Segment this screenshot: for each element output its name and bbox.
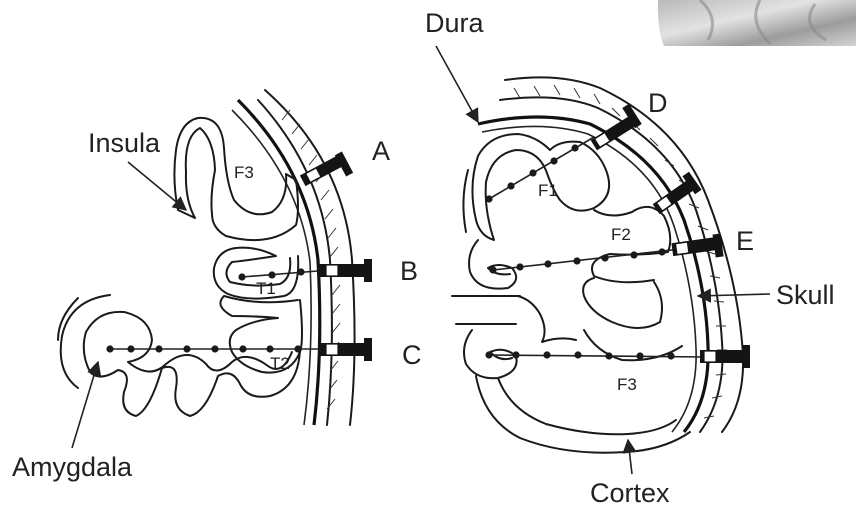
right-outer-top [463, 170, 468, 232]
electrode-c-band [326, 344, 338, 355]
label-gyrus-f2: F2 [611, 225, 631, 244]
right-gyrus-f2 [592, 207, 670, 282]
label-electrode-a: A [372, 136, 390, 166]
right-lower-lobe [464, 330, 690, 453]
label-gyrus-f1: F1 [538, 181, 558, 200]
label-gyrus-f3-left: F3 [234, 163, 254, 182]
electrode-lower-right-band [704, 351, 716, 362]
left-temporal-lobe [84, 312, 300, 416]
electrode-lower-right-contact [605, 352, 612, 359]
electrode-e-contact [573, 257, 580, 264]
dura-arrow [436, 46, 478, 122]
electrode-b-contact [238, 273, 245, 280]
electrode-c-contact [127, 345, 134, 352]
electrode-d-contact [571, 144, 578, 151]
electrode-lower-right-contact [574, 351, 581, 358]
electrode-c-contact [106, 345, 113, 352]
amygdala-arrow [72, 362, 98, 448]
electrode-b-cap [364, 259, 372, 282]
right-inner-sulcus [518, 296, 576, 342]
electrode-b-band [326, 265, 338, 276]
electrode-lower-right-contact [636, 352, 643, 359]
electrode-e-contact [516, 263, 523, 270]
electrode-lower-right-contact [485, 351, 492, 358]
electrode-e-band [675, 242, 688, 255]
electrode-lower-right [485, 345, 750, 368]
label-gyrus-t2: T2 [270, 354, 290, 373]
label-insula: Insula [88, 128, 161, 158]
electrode-e-contact [658, 248, 665, 255]
electrode-c-contact [183, 345, 190, 352]
electrode-b-contact [268, 271, 275, 278]
electrode-d-contact [485, 195, 492, 202]
electrode-c-contact [155, 345, 162, 352]
electrode-lower-right-contact [543, 351, 550, 358]
electrode-c-contact [211, 345, 218, 352]
label-electrode-e: E [736, 226, 754, 256]
electrode-c-contact [239, 345, 246, 352]
right-gyrus-f3 [583, 278, 682, 360]
cortex-arrow [628, 440, 632, 474]
electrode-b-lead [242, 270, 330, 277]
electrode-lower-right-cap [742, 345, 750, 368]
electrode-c-shaft [318, 343, 366, 356]
right-sulcus-upper [469, 240, 516, 289]
electrode-c-contact [294, 345, 301, 352]
electrode-e-contact [544, 260, 551, 267]
electrode-lower-right-contact [667, 352, 674, 359]
left-dura [238, 100, 320, 425]
electrode-b-contact [297, 268, 304, 275]
label-dura: Dura [425, 8, 485, 38]
electrode-e-contact [630, 251, 637, 258]
label-cortex: Cortex [590, 478, 670, 508]
electrode-e [489, 234, 723, 274]
electrode-a [300, 152, 353, 187]
insula-arrow [128, 162, 186, 210]
label-skull: Skull [776, 280, 835, 310]
label-electrode-d: D [648, 88, 668, 118]
electrode-e-contact [601, 254, 608, 261]
label-electrode-b: B [400, 256, 418, 286]
label-amygdala: Amygdala [12, 452, 133, 482]
label-gyrus-f3-right: F3 [617, 375, 637, 394]
electrode-e-contact [489, 266, 496, 273]
electrode-lower-right-contact [512, 351, 519, 358]
skull-arrow [698, 294, 770, 296]
label-electrode-c: C [402, 340, 422, 370]
right-frontal-gap [452, 296, 520, 324]
electrode-c-cap [364, 338, 372, 361]
label-gyrus-t1: T1 [256, 279, 276, 298]
electrode-d-contact [550, 157, 557, 164]
right-section [452, 77, 743, 452]
electrode-b-shaft [318, 264, 366, 277]
electrode-d-contact [507, 182, 514, 189]
electrode-d-contact [529, 169, 536, 176]
electrode-c-contact [266, 345, 273, 352]
